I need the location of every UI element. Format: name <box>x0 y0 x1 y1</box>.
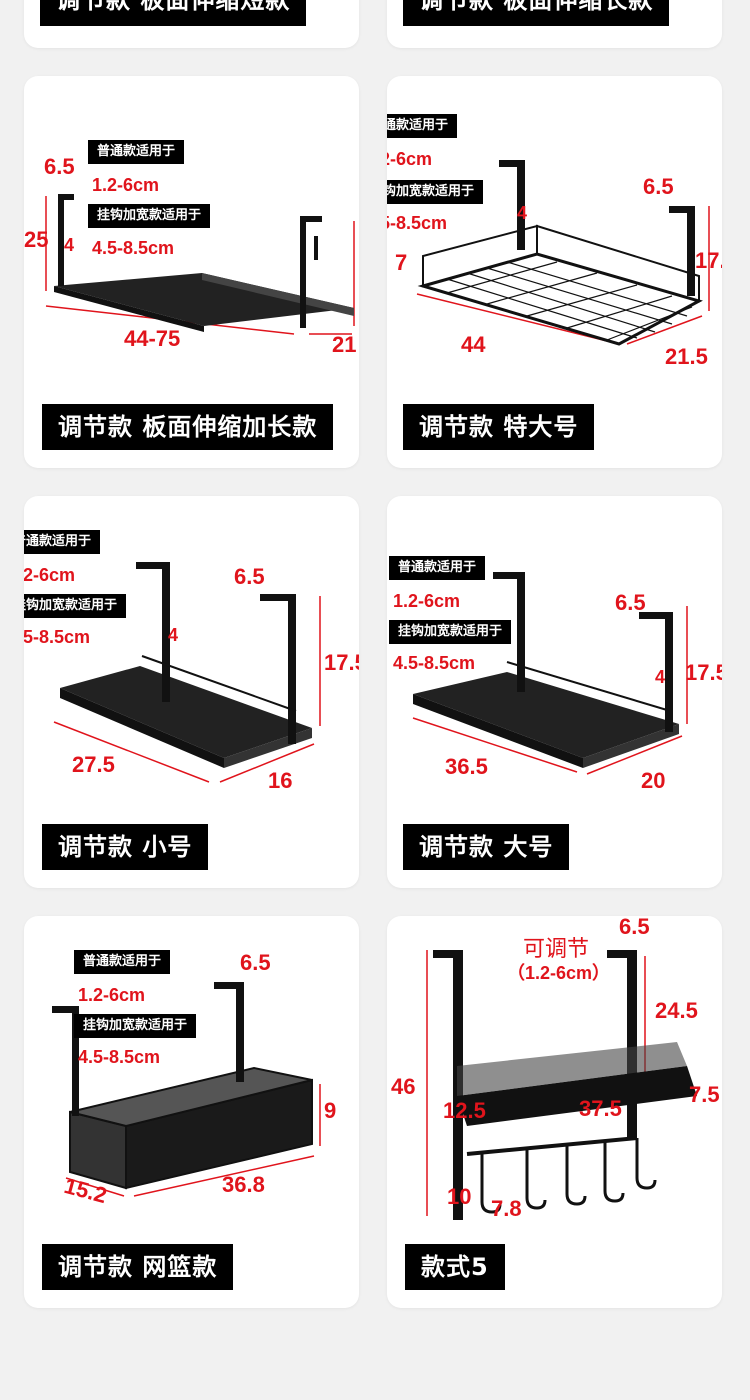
dim-clip: 6.5 <box>615 590 646 615</box>
normal-range: 1.2-6cm <box>78 985 146 1005</box>
normal-range: 1.2-6cm <box>92 175 160 195</box>
dim-length: 44 <box>461 332 486 357</box>
card-large: 普通款适用于 1.2-6cm 挂钩加宽款适用于 4.5-8.5cm 6.5 4 … <box>387 496 722 888</box>
card-style-5: 可调节 （1.2-6cm） 6.5 24.5 46 7.5 12.5 37.5 … <box>387 916 722 1308</box>
tray-illustration <box>412 572 688 775</box>
dim-depth: 21 <box>332 332 357 357</box>
dim-hook-gap: 7.8 <box>491 1196 522 1221</box>
dim-clip: 6.5 <box>619 916 650 939</box>
card-small: 普通款适用于 1.2-6cm 挂钩加宽款适用于 4.5-8.5cm 6.5 4 … <box>24 496 359 888</box>
wide-range: 4.5-8.5cm <box>387 213 448 233</box>
normal-range: 1.2-6cm <box>24 565 76 585</box>
dim-length: 36.5 <box>445 754 488 779</box>
normal-range: 1.2-6cm <box>393 591 461 611</box>
card-title: 调节款 板面伸缩长款 <box>403 0 670 26</box>
dim-side: 7.5 <box>689 1082 720 1107</box>
card-short: 调节款 板面伸缩短款 <box>24 0 359 48</box>
normal-range: 1.2-6cm <box>387 149 433 169</box>
dim-total: 46 <box>391 1074 416 1099</box>
wide-range: 4.5-8.5cm <box>92 238 175 258</box>
dim-length: 27.5 <box>72 752 115 777</box>
wide-range: 4.5-8.5cm <box>393 653 476 673</box>
adjust-range: （1.2-6cm） <box>507 963 611 983</box>
basket-illustration <box>416 160 710 346</box>
card-long: 调节款 板面伸缩长款 <box>387 0 722 48</box>
dim-length: 37.5 <box>579 1096 622 1121</box>
dim-clip: 6.5 <box>234 564 265 589</box>
dim-gap: 4 <box>64 235 75 255</box>
dim-height: 17.5 <box>695 248 722 273</box>
dim-hook-height: 10 <box>447 1184 472 1209</box>
dim-gap: 4 <box>517 203 528 223</box>
normal-tag: 普通款适用于 <box>88 140 185 164</box>
normal-tag: 普通款适用于 <box>24 530 101 554</box>
dim-depth: 21.5 <box>665 344 708 369</box>
wide-range: 4.5-8.5cm <box>24 627 91 647</box>
card-title: 调节款 板面伸缩短款 <box>40 0 307 26</box>
card-title: 调节款 板面伸缩加长款 <box>42 404 334 450</box>
card-title: 调节款 网篮款 <box>42 1244 234 1290</box>
wide-range: 4.5-8.5cm <box>78 1047 161 1067</box>
shelf-illustration <box>45 194 355 335</box>
mesh-basket-illustration <box>52 982 321 1197</box>
dim-clip: 6.5 <box>44 154 75 179</box>
dim-upper: 24.5 <box>655 998 698 1023</box>
dim-gap: 4 <box>655 667 666 687</box>
dim-length: 36.8 <box>222 1172 265 1197</box>
wide-tag: 挂钩加宽款适用于 <box>24 594 127 618</box>
dim-clip: 6.5 <box>643 174 674 199</box>
card-title: 款式5 <box>405 1244 505 1290</box>
dim-height: 25 <box>24 227 49 252</box>
dim-clip: 6.5 <box>240 950 271 975</box>
dim-side: 7 <box>395 250 408 275</box>
dim-height: 9 <box>324 1098 337 1123</box>
wide-tag: 挂钩加宽款适用于 <box>387 180 484 204</box>
tray-illustration <box>53 562 321 783</box>
card-title: 调节款 特大号 <box>403 404 595 450</box>
adjust-label: 可调节 <box>523 936 590 961</box>
card-title: 调节款 小号 <box>42 824 209 870</box>
dim-depth: 16 <box>268 768 293 793</box>
card-extra-large: 普通款适用于 1.2-6cm 挂钩加宽款适用于 4.5-8.5cm 4 6.5 … <box>387 76 722 468</box>
normal-tag: 普通款适用于 <box>387 114 458 138</box>
dim-gap: 4 <box>168 625 179 645</box>
card-title: 调节款 大号 <box>403 824 570 870</box>
dim-height: 17.5 <box>685 660 722 685</box>
normal-tag: 普通款适用于 <box>74 950 171 974</box>
card-extra-long: 普通款适用于 1.2-6cm 挂钩加宽款适用于 4.5-8.5cm 6.5 25… <box>24 76 359 468</box>
dim-depth: 20 <box>641 768 666 793</box>
dim-length: 44-75 <box>124 326 181 351</box>
wide-tag: 挂钩加宽款适用于 <box>389 620 512 644</box>
wide-tag: 挂钩加宽款适用于 <box>88 204 211 228</box>
dim-depth: 12.5 <box>443 1098 486 1123</box>
wide-tag: 挂钩加宽款适用于 <box>74 1014 197 1038</box>
normal-tag: 普通款适用于 <box>389 556 486 580</box>
dim-height: 17.5 <box>324 650 359 675</box>
hook-rack-illustration <box>426 950 697 1220</box>
card-mesh-basket: 普通款适用于 1.2-6cm 挂钩加宽款适用于 4.5-8.5cm 6.5 9 … <box>24 916 359 1308</box>
